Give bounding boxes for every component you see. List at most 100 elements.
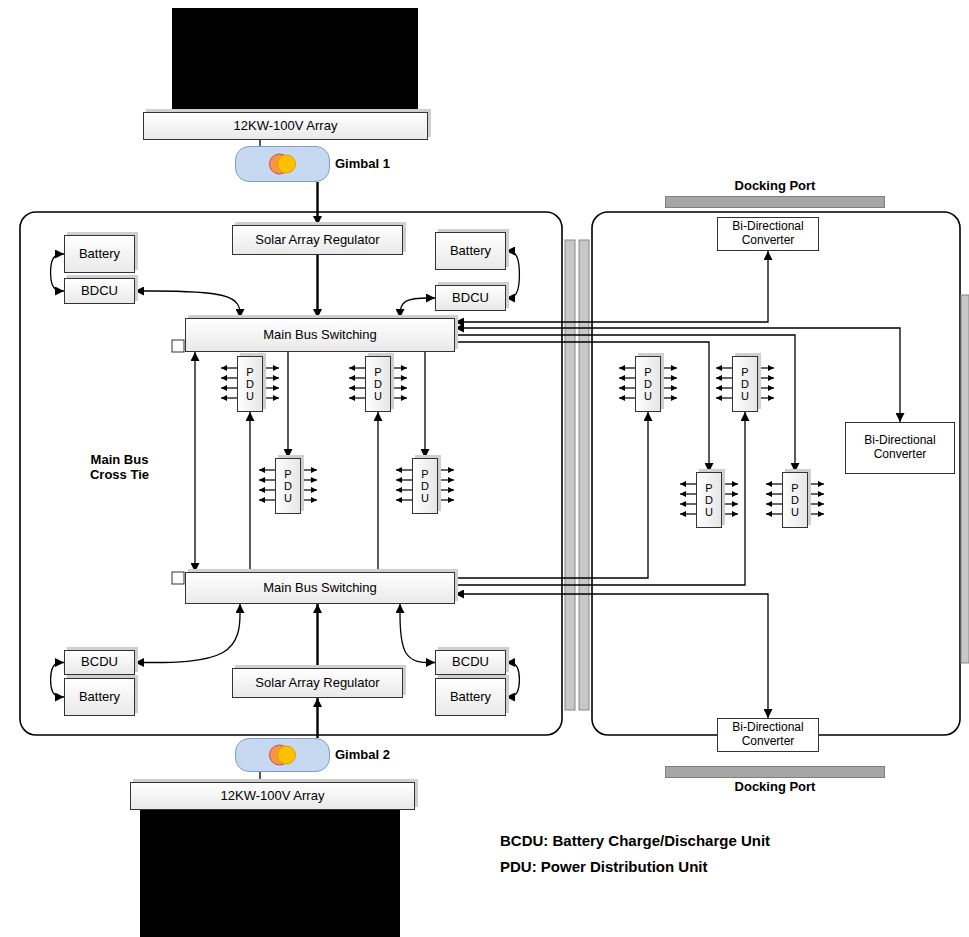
cross-tie-switch [172,572,184,584]
node-label: PDU [373,366,384,402]
pdu-output-arrow [758,367,774,368]
power-connector [377,412,378,572]
pdu-output-arrow [808,483,824,484]
power-connector [316,698,318,738]
node-label: 12KW-100V Array [234,119,338,134]
pdu: PDU [732,356,758,412]
pdu-output-arrow [438,499,454,500]
node-label: PDU [790,482,801,518]
power-connector [51,254,64,291]
node-heading: Gimbal 1 [335,157,390,172]
node-label: Battery [79,690,120,705]
node-label: Solar Array Regulator [255,676,379,691]
pdu-output-arrow [766,503,782,504]
pdu-output-arrow [259,489,275,490]
pdu-output-arrow [438,489,454,490]
pdu-output-arrow [301,499,317,500]
pdu: PDU [412,458,438,514]
pdu-output-arrow [758,387,774,388]
pdu-output-arrow [221,367,237,368]
pdu-output-arrow [221,377,237,378]
pdu-output-arrow [766,493,782,494]
node-label: BCDU [81,655,118,670]
node-label: Bi-Directional Converter [718,220,818,248]
solar-array: 12KW-100V Array [143,112,428,140]
bdcu: BDCU [64,278,135,304]
solar-panel [172,8,418,112]
node-label: PDU [245,366,256,402]
pdu: PDU [275,458,301,514]
pdu-output-arrow [349,367,365,368]
pdu-output-arrow [391,377,407,378]
bcdu: BCDU [64,650,135,675]
pdu-output-arrow [661,367,677,368]
cross-tie-label: Main Bus Cross Tie [82,452,157,482]
pdu-output-arrow [438,469,454,470]
pdu-output-arrow [391,387,407,388]
pdu-output-arrow [259,499,275,500]
node-label: PDU [283,468,294,504]
pdu-output-arrow [680,513,696,514]
node-label: Battery [79,247,120,262]
pdu-output-arrow [619,367,635,368]
power-connector [455,342,709,472]
pdu-output-arrow [263,367,279,368]
pdu-output-arrow [396,489,412,490]
gimbal-disc [278,155,296,173]
pdu-output-arrow [301,469,317,470]
pdu: PDU [782,472,808,528]
gimbal-icon [236,739,329,771]
pdu-output-arrow [716,377,732,378]
pdu-output-arrow [661,387,677,388]
pdu-output-arrow [396,479,412,480]
node-label: 12KW-100V Array [221,789,325,804]
node-label: PDU [643,366,654,402]
pdu-output-arrow [619,397,635,398]
pdu-output-arrow [722,483,738,484]
node-label: PDU [704,482,715,518]
module-outline [20,212,562,735]
node-label: Main Bus Switching [263,581,376,596]
gimbal: Gimbal 2 [235,738,330,772]
pdu: PDU [696,472,722,528]
bidirectional-converter: Bi-Directional Converter [717,718,819,752]
legend-text: BCDU: Battery Charge/Discharge Unit [500,832,770,849]
pdu-output-arrow [661,397,677,398]
node-label: PDU [740,366,751,402]
pdu: PDU [237,356,263,412]
node-heading: Docking Port [735,780,816,795]
power-connector [249,412,250,572]
battery: Battery [64,678,135,716]
node-label: BDCU [452,291,489,306]
pdu-output-arrow [619,387,635,388]
docking-port: Docking Port [665,196,885,208]
gimbal: Gimbal 1 [235,146,330,182]
pdu-output-arrow [301,489,317,490]
pdu-output-arrow [716,397,732,398]
battery: Battery [435,678,506,716]
node-label: Bi-Directional Converter [846,434,954,462]
pdu-output-arrow [349,387,365,388]
power-connector [194,352,195,572]
pdu-output-arrow [221,387,237,388]
pdu-output-arrow [263,387,279,388]
power-connector [316,604,318,668]
power-connector [455,335,795,472]
battery: Battery [64,235,135,273]
pdu-output-arrow [619,377,635,378]
power-connector [287,352,288,458]
power-connector [455,412,745,585]
node-label: Battery [450,244,491,259]
power-connector [316,255,318,318]
power-connector [135,291,240,318]
pdu-output-arrow [758,397,774,398]
module-interface [961,295,969,663]
main-bus-switching: Main Bus Switching [185,318,455,352]
power-connector [455,412,648,578]
power-connector [400,298,435,318]
pdu-output-arrow [716,387,732,388]
cross-tie-switch [172,340,184,352]
pdu-output-arrow [680,493,696,494]
pdu-output-arrow [349,397,365,398]
module-interface [565,240,575,710]
